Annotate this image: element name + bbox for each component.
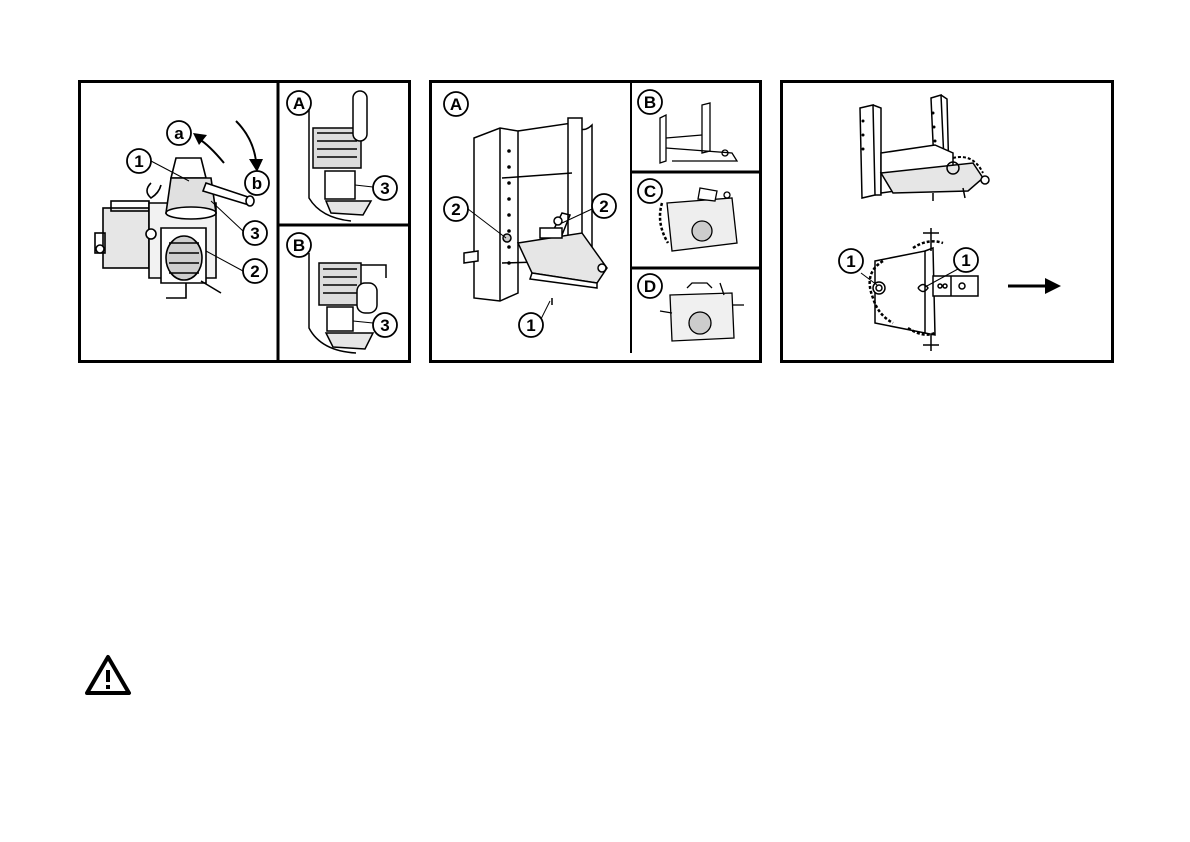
svg-text:B: B — [293, 236, 305, 255]
inset-d-drawing — [660, 283, 744, 341]
figure-panel-1: 1 a b 3 2 A — [78, 80, 411, 363]
figure-1-drawing: 1 a b 3 2 A — [81, 83, 408, 360]
svg-text:1: 1 — [526, 316, 535, 335]
callout-a: a — [167, 121, 191, 145]
callout-2-right: 2 — [592, 194, 616, 218]
inset-b-label: B — [638, 90, 662, 114]
svg-text:3: 3 — [250, 224, 259, 243]
callout-1-left: 1 — [839, 249, 863, 273]
svg-text:D: D — [644, 277, 656, 296]
inset-a-drawing — [309, 91, 373, 221]
svg-text:2: 2 — [451, 200, 460, 219]
warning-triangle-icon — [84, 654, 132, 696]
svg-text:A: A — [293, 94, 305, 113]
callout-1: 1 — [519, 313, 543, 337]
svg-text:1: 1 — [961, 251, 970, 270]
inset-c-label: C — [638, 179, 662, 203]
inset-b-callout-3: 3 — [373, 313, 397, 337]
arrow-b-head — [249, 159, 263, 172]
hitch-drawing — [95, 158, 254, 298]
inset-a-callout-3: 3 — [373, 176, 397, 200]
callout-3: 3 — [243, 221, 267, 245]
rotation-arrows — [199, 121, 256, 163]
svg-text:b: b — [252, 174, 262, 193]
direction-arrow-head — [1045, 278, 1061, 294]
figure-3-drawing: 1 1 — [783, 83, 1111, 360]
svg-text:2: 2 — [250, 262, 259, 281]
callout-2-left: 2 — [444, 197, 468, 221]
svg-text:3: 3 — [380, 316, 389, 335]
svg-text:A: A — [450, 95, 462, 114]
inset-b-drawing — [309, 253, 386, 353]
svg-text:2: 2 — [599, 197, 608, 216]
svg-text:1: 1 — [134, 152, 143, 171]
callout-1: 1 — [127, 149, 151, 173]
callout-2: 2 — [243, 259, 267, 283]
svg-text:C: C — [644, 182, 656, 201]
bracket-drawing — [860, 95, 989, 201]
inset-b-label: B — [287, 233, 311, 257]
svg-text:a: a — [174, 124, 184, 143]
inset-b-drawing — [660, 103, 737, 163]
inset-a-label: A — [287, 91, 311, 115]
main-label-a: A — [444, 92, 468, 116]
callout-b: b — [245, 171, 269, 195]
figure-panel-3: 1 1 — [780, 80, 1114, 363]
callout-1-right: 1 — [954, 248, 978, 272]
svg-text:1: 1 — [846, 252, 855, 271]
figure-2-drawing: A 2 2 1 B — [432, 83, 759, 360]
inset-d-label: D — [638, 274, 662, 298]
plan-view-drawing — [870, 228, 978, 351]
svg-text:B: B — [644, 93, 656, 112]
figure-panel-2: A 2 2 1 B — [429, 80, 762, 363]
svg-text:3: 3 — [380, 179, 389, 198]
inset-c-drawing — [660, 188, 737, 251]
